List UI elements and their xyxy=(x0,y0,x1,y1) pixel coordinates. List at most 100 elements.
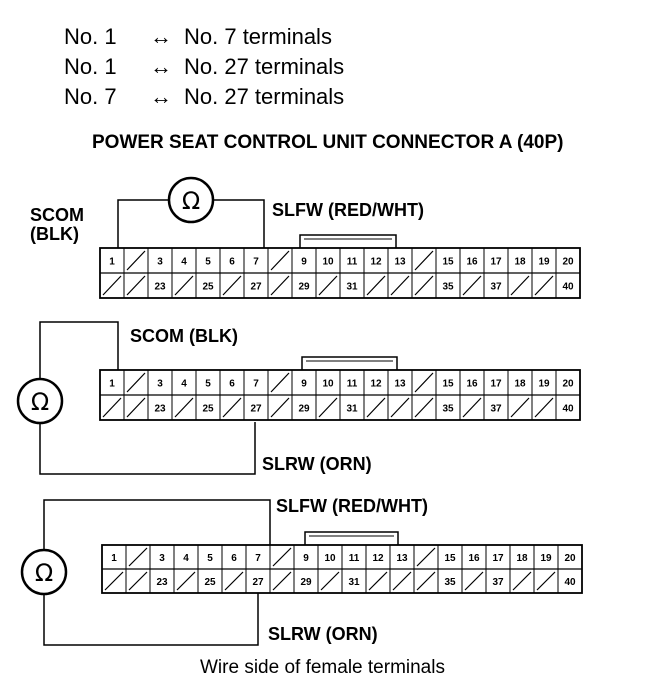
terminal-11: 11 xyxy=(349,553,360,564)
terminal-18: 18 xyxy=(516,553,528,564)
terminal-19: 19 xyxy=(538,379,550,390)
terminal-17: 17 xyxy=(490,257,502,268)
terminal-17: 17 xyxy=(490,379,502,390)
terminal-13: 13 xyxy=(396,553,408,564)
terminal-37: 37 xyxy=(490,404,502,415)
empty-cavity-slash xyxy=(462,397,482,418)
terminal-9: 9 xyxy=(301,257,307,268)
terminal-3: 3 xyxy=(157,257,163,268)
empty-cavity-slash xyxy=(126,275,146,296)
terminal-19: 19 xyxy=(540,553,552,564)
terminal-18: 18 xyxy=(514,257,526,268)
terminal-23: 23 xyxy=(156,577,168,588)
wire-scom-2 xyxy=(39,321,119,382)
terminal-37: 37 xyxy=(492,577,504,588)
empty-cavity-slash xyxy=(416,547,436,567)
empty-cavity-slash xyxy=(414,397,434,418)
connector-lock-tab xyxy=(301,356,398,370)
empty-cavity-slash xyxy=(222,397,242,418)
wires xyxy=(39,199,271,646)
terminal-27: 27 xyxy=(250,282,262,293)
wire-slrw-3 xyxy=(43,592,259,646)
empty-cavity-slash xyxy=(126,397,146,418)
test-instructions: No. 1 ↔ No. 7 terminals No. 1 ↔ No. 27 t… xyxy=(64,22,344,112)
terminal-5: 5 xyxy=(207,553,213,564)
empty-cavity-slash xyxy=(392,571,412,591)
terminal-40: 40 xyxy=(564,577,576,588)
ohm-icon: Ω xyxy=(35,559,53,587)
terminal-3: 3 xyxy=(157,379,163,390)
terminal-15: 15 xyxy=(442,257,454,268)
empty-cavity-slash xyxy=(390,397,410,418)
terminal-6: 6 xyxy=(229,257,235,268)
terminal-35: 35 xyxy=(442,282,454,293)
double-arrow-icon: ↔ xyxy=(150,24,172,49)
terminal-from: No. 1 xyxy=(64,24,117,49)
terminal-10: 10 xyxy=(322,379,334,390)
empty-cavity-slash xyxy=(174,275,194,296)
empty-cavity-slash xyxy=(416,571,436,591)
empty-cavity-slash xyxy=(414,275,434,296)
empty-cavity-slash xyxy=(512,571,532,591)
empty-cavity-slash xyxy=(464,571,484,591)
empty-cavity-slash xyxy=(414,372,434,393)
empty-cavity-slash xyxy=(366,275,386,296)
empty-cavity-slash xyxy=(536,571,556,591)
caption: Wire side of female terminals xyxy=(200,657,445,678)
terminal-17: 17 xyxy=(492,553,504,564)
connector-lock-tab xyxy=(299,234,397,248)
empty-cavity-slash xyxy=(126,372,146,393)
empty-cavity-slash xyxy=(222,275,242,296)
terminal-9: 9 xyxy=(301,379,307,390)
terminal-20: 20 xyxy=(562,379,574,390)
ohm-icon: Ω xyxy=(31,388,49,416)
terminal-15: 15 xyxy=(444,553,456,564)
scom-label: SCOM xyxy=(30,205,84,225)
instruction-line-3: No. 7 ↔ No. 27 terminals xyxy=(64,82,344,112)
terminal-4: 4 xyxy=(181,379,187,390)
slfw-label: SLFW (RED/WHT) xyxy=(272,200,424,220)
terminal-13: 13 xyxy=(394,257,406,268)
ohmmeter-1: Ω xyxy=(167,176,215,224)
empty-cavity-slash xyxy=(270,275,290,296)
terminal-25: 25 xyxy=(202,404,214,415)
empty-cavity-slash xyxy=(462,275,482,296)
ohmmeter-2: Ω xyxy=(16,377,64,425)
empty-cavity-slash xyxy=(102,397,122,418)
terminal-to: No. 27 terminals xyxy=(184,84,345,109)
empty-cavity-slash xyxy=(176,571,196,591)
wire-slfw-3 xyxy=(43,499,271,552)
empty-cavity-slash xyxy=(318,275,338,296)
terminal-10: 10 xyxy=(324,553,336,564)
ohmmeters: Ω Ω Ω xyxy=(16,176,215,596)
connector-lock-tab xyxy=(304,531,399,545)
terminal-16: 16 xyxy=(466,379,478,390)
terminal-10: 10 xyxy=(322,257,334,268)
terminal-16: 16 xyxy=(466,257,478,268)
terminal-5: 5 xyxy=(205,257,211,268)
terminal-35: 35 xyxy=(444,577,456,588)
terminal-12: 12 xyxy=(370,257,382,268)
empty-cavity-slash xyxy=(510,397,530,418)
scom-label: SCOM (BLK) xyxy=(130,326,238,346)
terminal-7: 7 xyxy=(255,553,261,564)
wire-slrw-2 xyxy=(39,420,256,475)
terminal-1: 1 xyxy=(109,257,115,268)
empty-cavity-slash xyxy=(366,397,386,418)
terminal-6: 6 xyxy=(231,553,237,564)
slrw-label: SLRW (ORN) xyxy=(262,454,372,474)
instruction-line-2: No. 1 ↔ No. 27 terminals xyxy=(64,52,344,82)
terminal-27: 27 xyxy=(252,577,264,588)
terminal-23: 23 xyxy=(154,404,166,415)
empty-cavity-slash xyxy=(174,397,194,418)
empty-cavity-slash xyxy=(318,397,338,418)
terminal-18: 18 xyxy=(514,379,526,390)
empty-cavity-slash xyxy=(128,571,148,591)
empty-cavity-slash xyxy=(270,250,290,271)
empty-cavity-slash xyxy=(320,571,340,591)
ohm-icon: Ω xyxy=(182,187,200,215)
empty-cavity-slash xyxy=(534,397,554,418)
terminal-6: 6 xyxy=(229,379,235,390)
